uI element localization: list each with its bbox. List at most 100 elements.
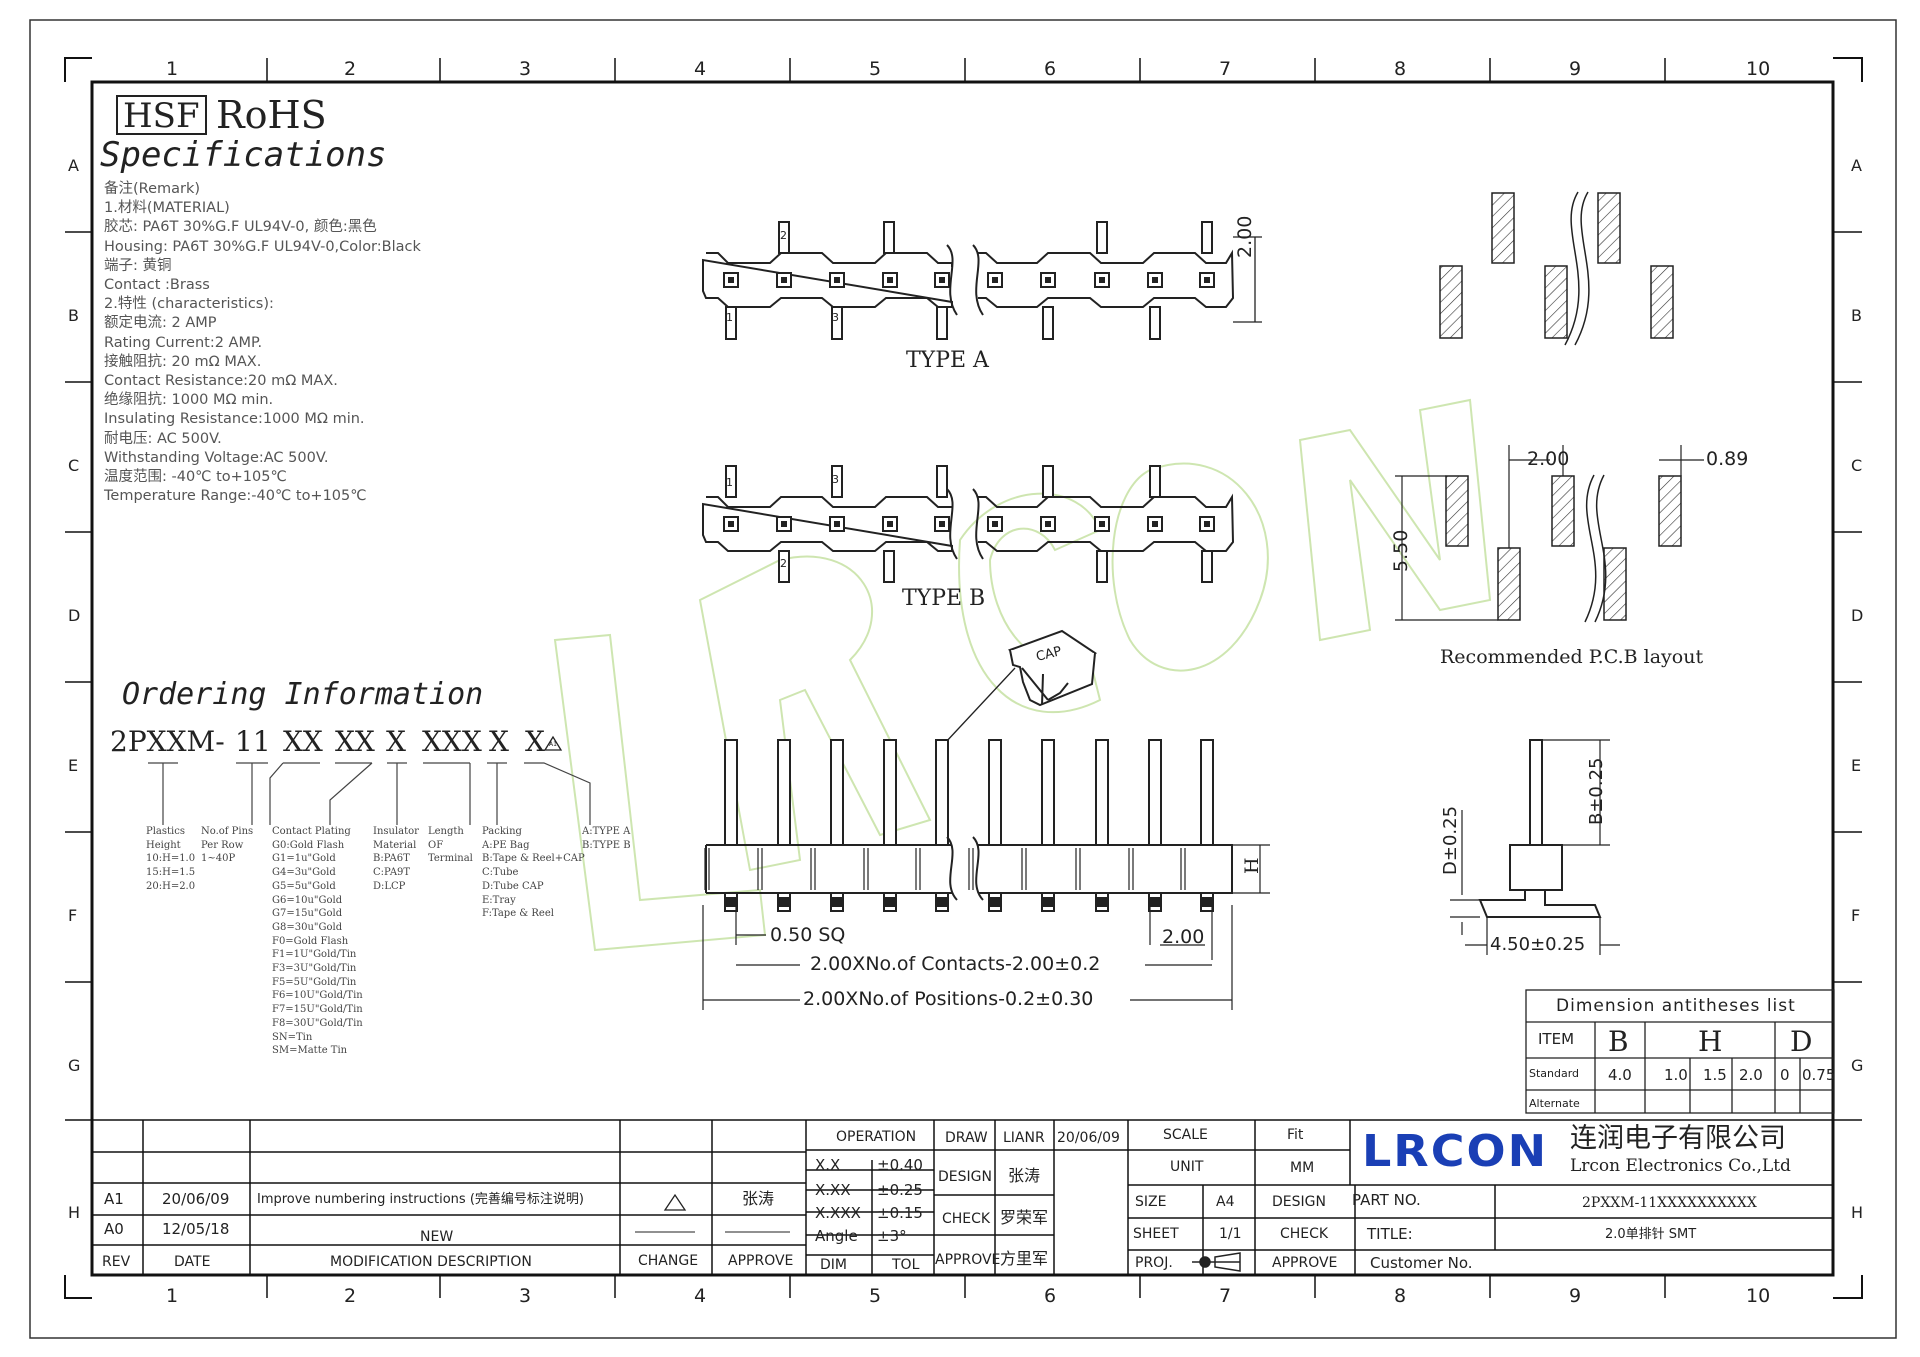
pin-3-label: 3 — [832, 311, 839, 324]
ordering-legend-line: A:PE Bag — [482, 839, 530, 851]
type-b-pin-3-label: 3 — [832, 473, 839, 486]
type-a-height-dim — [1233, 236, 1262, 323]
type-b-pin-1-label: 1 — [726, 476, 733, 489]
signoff-draw-date: 20/06/09 — [1057, 1130, 1120, 1146]
ordering-rev-mark: A1 — [549, 741, 557, 748]
ordering-legend-line: 20:H=2.0 — [146, 880, 196, 892]
grid-row-label: A — [1851, 156, 1862, 175]
front-pin-foot — [1097, 897, 1107, 907]
dim-list-standard-value: 0 — [1780, 1066, 1790, 1084]
ordering-legend-line: G0:Gold Flash — [272, 839, 345, 851]
scale-design: DESIGN — [1272, 1194, 1326, 1210]
rev-a0-rev: A0 — [104, 1220, 124, 1238]
grid-col-label: 3 — [519, 58, 532, 80]
contact-square-core — [887, 277, 893, 283]
pcb-height-dim: 5.50 — [1390, 529, 1412, 572]
grid-col-label: 2 — [344, 58, 357, 80]
type-b-drawing — [702, 488, 1235, 560]
contact-square-core — [834, 277, 840, 283]
ordering-legend-line: B:PA6T — [373, 853, 410, 865]
ordering-legend-line: Material — [373, 839, 417, 851]
grid-col-label: 5 — [869, 58, 882, 80]
grid-col-label: 9 — [1569, 1285, 1582, 1307]
remark-line: 备注(Remark) — [104, 181, 201, 197]
ordering-legend-line: F7=15U"Gold/Tin — [272, 1004, 363, 1016]
pcb-pads-dim — [1445, 475, 1682, 621]
grid-col-label: 8 — [1394, 58, 1407, 80]
ordering-code-segment: X — [489, 725, 509, 758]
ordering-legend-line: B:TYPE B — [582, 839, 631, 851]
grid-col-label: 4 — [694, 1285, 707, 1307]
rev-a0-date: 12/05/18 — [162, 1220, 230, 1238]
ordering-legend-line: F6=10U"Gold/Tin — [272, 990, 363, 1002]
contact-square-core — [887, 521, 893, 527]
remark-line: Contact Resistance:20 mΩ MAX. — [104, 373, 338, 389]
front-separators — [704, 848, 1186, 890]
ordering-legend-line: Plastics — [146, 826, 185, 837]
rohs-label: RoHS — [216, 93, 327, 137]
front-pin — [935, 739, 949, 846]
contact-square-core — [1152, 277, 1158, 283]
ordering-legend-line: 15:H=1.5 — [146, 867, 196, 879]
ordering-legend-line: SN=Tin — [272, 1031, 313, 1043]
grid-row-label: C — [1851, 456, 1863, 475]
ordering-code-segment: 11 — [235, 725, 271, 758]
ordering-legend-line: Terminal — [428, 853, 473, 865]
remark-line: Withstanding Voltage:AC 500V. — [104, 449, 329, 466]
rev-header-date: DATE — [174, 1254, 211, 1270]
ordering-legend-line: F1=1U"Gold/Tin — [272, 949, 357, 961]
title-label: TITLE: — [1367, 1225, 1413, 1243]
ordering-legend-line: C:PA9T — [373, 867, 411, 879]
grid-col-label: 5 — [869, 1285, 882, 1307]
rev-header-approve: APPROVE — [728, 1253, 794, 1269]
rev-a1-approve: 张涛 — [742, 1189, 775, 1208]
signoff-approve: APPROVE — [935, 1252, 1001, 1268]
company-logo: LRCON — [1362, 1125, 1549, 1177]
type-a-contacts — [723, 272, 1215, 288]
ordering-legend-line: F3=3U"Gold/Tin — [272, 963, 357, 974]
ordering-brackets — [148, 762, 591, 825]
ordering-legend-line: G5=5u"Gold — [272, 880, 336, 892]
ordering-legend-line: Packing — [482, 826, 522, 837]
ordering-legend-line: G7=15u"Gold — [272, 908, 343, 920]
tol-tol: TOL — [892, 1257, 920, 1273]
grid-row-label: D — [68, 606, 81, 625]
front-pin — [1148, 739, 1162, 846]
pcb-caption: Recommended P.C.B layout — [1440, 646, 1704, 668]
dim-list-standard-value: 4.0 — [1608, 1066, 1632, 1084]
sheet-value: 1/1 — [1219, 1226, 1242, 1242]
rev-header-desc: MODIFICATION DESCRIPTION — [330, 1254, 532, 1270]
front-pins — [724, 739, 1214, 912]
grid-col-label: 1 — [166, 58, 179, 80]
type-a-pins — [725, 221, 1213, 340]
front-pin — [777, 739, 791, 846]
front-pin-foot — [990, 897, 1000, 907]
ordering-legend-line: F0=Gold Flash — [272, 935, 349, 947]
contacts-dim: 2.00XNo.of Contacts-2.00±0.2 — [810, 953, 1101, 975]
size-value: A4 — [1216, 1194, 1235, 1210]
pcb-dim-lines — [1395, 445, 1704, 621]
grid-col-label: 6 — [1044, 1285, 1057, 1307]
grid-row-label: F — [68, 906, 78, 925]
ordering-code-segment: X — [386, 725, 406, 758]
grid-row-label: E — [68, 756, 79, 775]
remark-line: 2.特性 (characteristics): — [104, 296, 274, 313]
grid-row-label: C — [68, 456, 80, 475]
contact-square-core — [728, 277, 734, 283]
grid-row-label: G — [1851, 1056, 1864, 1075]
type-b-pins — [725, 465, 1213, 583]
b-dim: B±0.25 — [1586, 757, 1607, 825]
sq-dim: 0.50 SQ — [770, 924, 846, 946]
remark-line: 1.材料(MATERIAL) — [104, 200, 230, 217]
tolerance-value: ±0.15 — [877, 1204, 923, 1222]
remark-line: 接触阻抗: 20 mΩ MAX. — [104, 353, 262, 370]
tolerance-dim: X.XXX — [815, 1204, 861, 1222]
ordering-code-segment: X — [525, 725, 545, 758]
ordering-legend-line: Length — [428, 826, 464, 837]
front-pin-foot — [726, 897, 736, 907]
remark-line: Rating Current:2 AMP. — [104, 334, 263, 351]
grid-col-label: 4 — [694, 58, 707, 80]
watermark-logo — [553, 398, 1492, 952]
